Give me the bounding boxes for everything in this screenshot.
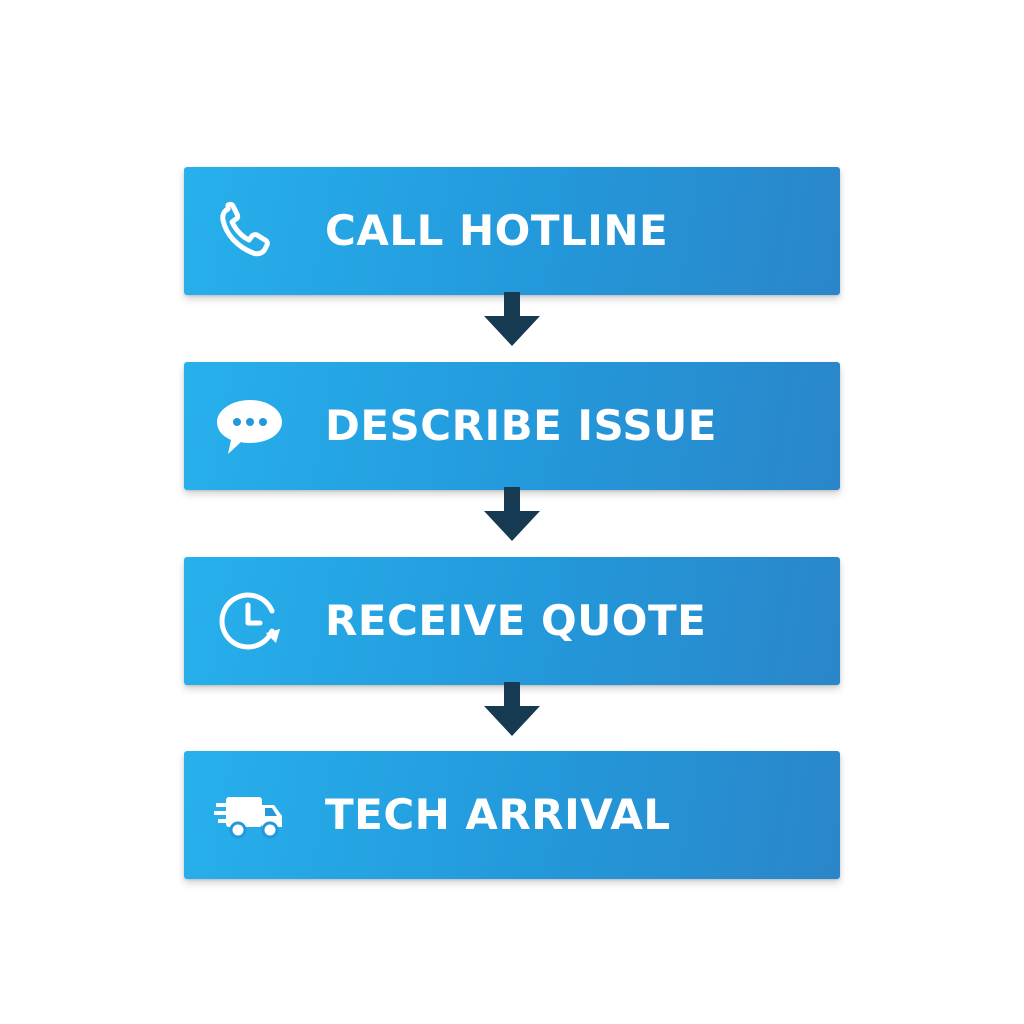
step-call-hotline: CALL HOTLINE <box>184 167 840 295</box>
step-label: RECEIVE QUOTE <box>325 596 707 645</box>
step-label: DESCRIBE ISSUE <box>325 401 717 450</box>
clock-icon <box>214 591 286 651</box>
step-label: TECH ARRIVAL <box>325 790 671 839</box>
phone-icon <box>214 201 286 261</box>
step-describe-issue: DESCRIBE ISSUE <box>184 362 840 490</box>
delivery-van-icon <box>214 785 286 845</box>
step-tech-arrival: TECH ARRIVAL <box>184 751 840 879</box>
arrow-down-icon <box>482 487 542 543</box>
arrow-down-icon <box>482 682 542 738</box>
step-receive-quote: RECEIVE QUOTE <box>184 557 840 685</box>
step-label: CALL HOTLINE <box>325 206 669 255</box>
chat-bubble-icon <box>214 396 286 456</box>
arrow-down-icon <box>482 292 542 348</box>
